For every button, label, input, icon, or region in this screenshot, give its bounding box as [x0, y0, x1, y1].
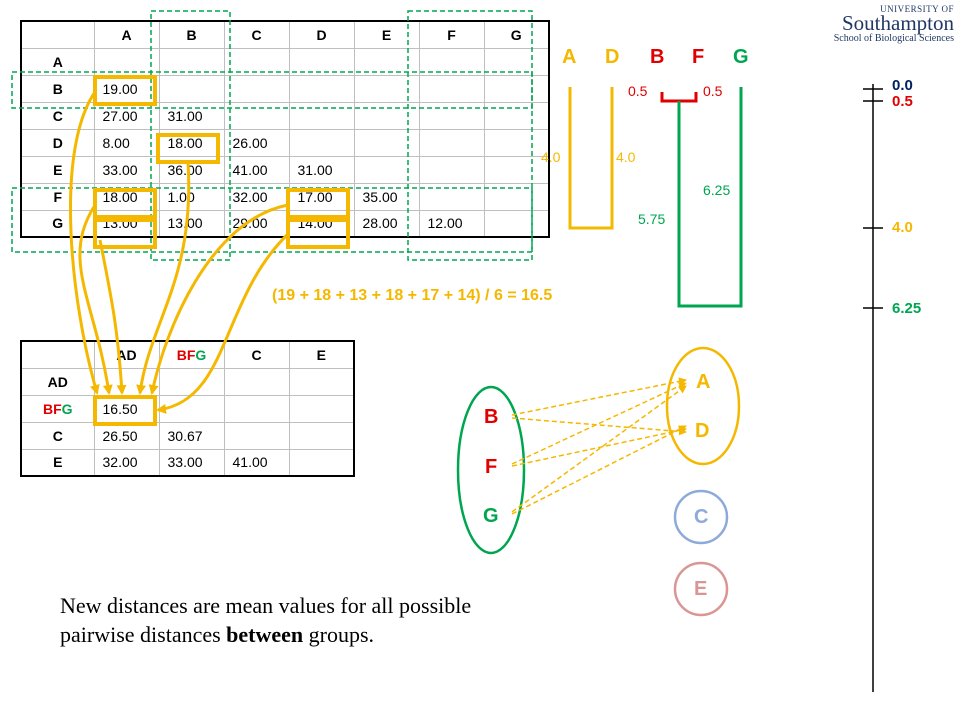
matrix1-row-header: B [20, 74, 95, 103]
pairwise-arrows [511, 377, 687, 515]
ad-branch [568, 87, 614, 230]
university-logo: UNIVERSITY OF Southampton School of Biol… [834, 4, 954, 44]
branch-length: 4.0 [541, 149, 561, 165]
highlight-df [286, 188, 350, 219]
branch-length: 0.5 [628, 83, 648, 99]
highlight-boxes [93, 75, 350, 426]
arrow-from-af [78, 204, 113, 395]
group-member-label: G [483, 505, 499, 527]
leaf-label: B [650, 46, 665, 68]
leaf-label: F [692, 46, 705, 68]
group-member-label: A [696, 371, 711, 393]
matrix1-row-header: A [20, 47, 95, 76]
matrix1-cell: 19.00 [93, 74, 160, 103]
singleton-label: C [694, 506, 709, 528]
matrix1-row: C 27.00 31.00 [20, 101, 550, 130]
matrix2-cell: 33.00 [158, 448, 225, 477]
c-circle [673, 489, 729, 545]
bf-label: BF [42, 400, 62, 417]
matrix2-col-header: E [288, 340, 355, 369]
matrix1-cell: 18.00 [93, 182, 160, 211]
distance-scale-bar [863, 84, 883, 692]
matrix2-row: C 26.50 30.67 [20, 421, 355, 450]
row-b-outline [11, 71, 533, 109]
matrix1-cell: 41.00 [223, 155, 290, 184]
matrix2-row-header-bfg: BFG [20, 394, 95, 423]
e-circle [673, 561, 729, 617]
matrix2-row-header: C [20, 421, 95, 450]
matrix2-row: BFG 16.50 [20, 394, 355, 423]
scale-label: 0.5 [892, 93, 913, 110]
bfg-branch [677, 87, 743, 308]
caption-text: pairwise distances [60, 622, 227, 647]
singleton-label: E [694, 578, 708, 600]
matrix1-cell: 12.00 [418, 209, 485, 238]
matrix2-header-row: AD BFG C E [20, 340, 355, 369]
highlight-ab [93, 75, 157, 106]
column-b-outline [150, 10, 231, 261]
leaf-label: A [562, 46, 577, 68]
arrow-from-dg [156, 232, 290, 414]
bf-label: BF [176, 346, 196, 363]
column-fg-outline [407, 10, 533, 261]
scale-label: 0.0 [892, 77, 913, 94]
branch-length: 5.75 [638, 211, 666, 227]
group-member-label: F [485, 456, 498, 478]
branch-length: 4.0 [616, 149, 636, 165]
caption-text: groups. [303, 622, 375, 647]
matrix2-row: E 32.00 33.00 41.00 [20, 448, 355, 477]
arrow-from-ab [68, 91, 100, 395]
averaging-arrows [68, 91, 290, 414]
bfg-group-outlines [11, 10, 533, 261]
arrow-from-ag [98, 239, 127, 395]
highlight-af [93, 188, 157, 219]
matrix1-col-header: G [483, 20, 550, 49]
branch-length: 0.5 [703, 83, 723, 99]
g-label: G [195, 346, 207, 363]
matrix1-cell: 13.00 [158, 209, 225, 238]
matrix1-row: D 8.00 18.00 26.00 [20, 128, 550, 157]
logo-line-3: School of Biological Sciences [833, 33, 954, 44]
matrix1-row-header: F [20, 182, 95, 211]
caption-line-1: New distances are mean values for all po… [60, 593, 472, 618]
leaf-label: G [733, 46, 749, 68]
arrow-from-bd [136, 161, 191, 395]
cluster-ellipses [456, 346, 741, 617]
ad-ellipse [665, 346, 741, 466]
dendrogram [568, 87, 743, 308]
scale-label: 6.25 [892, 300, 922, 317]
group-member-label: D [695, 420, 710, 442]
g-label: G [61, 400, 73, 417]
caption-emphasis: between [226, 622, 304, 647]
matrix1-cell: 8.00 [93, 128, 160, 157]
logo-line-2: Southampton [841, 11, 954, 35]
caption: New distances are mean values for all po… [60, 591, 471, 649]
bfg-ellipse [456, 385, 526, 555]
leaf-label: D [605, 46, 620, 68]
matrix1-col-header: A [93, 20, 160, 49]
matrix2-row-header: AD [20, 367, 95, 396]
logo-line-1: UNIVERSITY OF [880, 4, 954, 14]
arrow-from-df [148, 203, 289, 395]
highlight-bd [156, 133, 220, 164]
highlight-ag [93, 218, 157, 249]
matrix1-cell: 1.00 [158, 182, 225, 211]
matrix2-cell: 16.50 [93, 394, 160, 423]
matrix2-cell: 30.67 [158, 421, 225, 450]
highlight-dg [286, 218, 350, 249]
matrix2-cell: 32.00 [93, 448, 160, 477]
highlight-ad-bfg [93, 395, 157, 426]
branch-length: 6.25 [703, 182, 731, 198]
matrix1-cell: 27.00 [93, 101, 160, 130]
caption-line-2: pairwise distances between groups. [60, 620, 471, 649]
average-formula: (19 + 18 + 13 + 18 + 17 + 14) / 6 = 16.5 [272, 287, 553, 304]
bf-branch [660, 92, 698, 103]
group-member-label: B [484, 406, 499, 428]
scale-label: 4.0 [892, 219, 913, 236]
distance-matrix-2: AD BFG C E AD BFG 16.50 C 26.50 30.67 E … [20, 340, 355, 477]
row-fg-outline [11, 187, 533, 253]
